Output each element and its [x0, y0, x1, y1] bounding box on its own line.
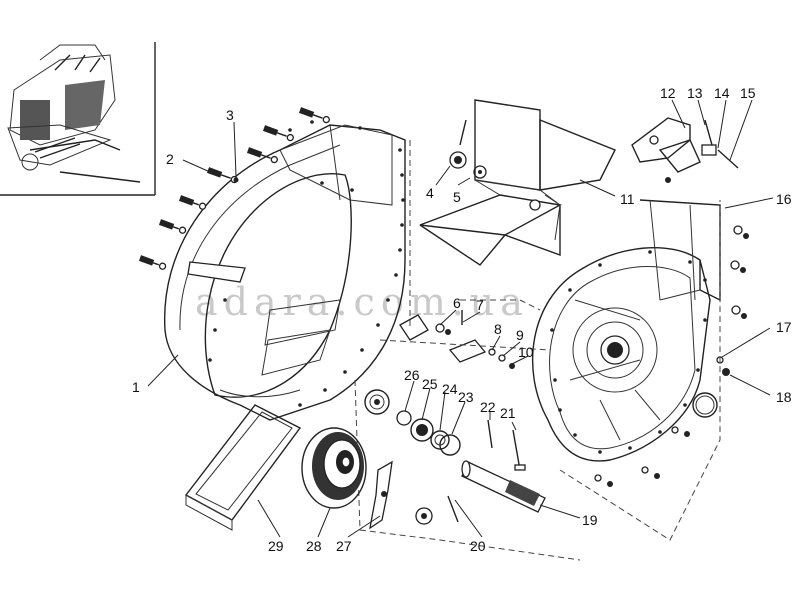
bearing-stack: [364, 389, 461, 456]
callout-11: 11: [620, 191, 635, 207]
callout-25: 25: [422, 376, 438, 392]
callout-17: 17: [776, 319, 792, 335]
drive-pulley: [301, 427, 367, 509]
small-fasteners-center: [399, 310, 515, 369]
hopper-chute: [419, 99, 616, 266]
callout-29: 29: [268, 538, 284, 554]
callout-15: 15: [740, 85, 756, 101]
callout-14: 14: [714, 85, 730, 101]
callout-13: 13: [687, 85, 703, 101]
small-gear-and-washer: [449, 119, 487, 179]
housing-bolts-right: [594, 225, 749, 487]
callout-10: 10: [518, 344, 534, 360]
callout-12: 12: [660, 85, 676, 101]
lower-guard-panel: [184, 404, 302, 531]
callout-5: 5: [453, 189, 461, 205]
callout-27: 27: [336, 538, 352, 554]
callout-24: 24: [442, 381, 458, 397]
callout-21: 21: [500, 405, 516, 421]
callout-23: 23: [458, 389, 474, 405]
callout-6: 6: [453, 295, 461, 311]
callout-20: 20: [470, 538, 486, 554]
drive-shaft: [461, 419, 546, 513]
callout-2: 2: [166, 151, 174, 167]
callout-26: 26: [404, 367, 420, 383]
callout-labels: 1 2 3 4 5 6 7 8 9 10 11 12 13 14 15 16 1…: [132, 85, 792, 554]
watermark-text: adara.com.ua: [195, 280, 529, 324]
left-housing-shell: [163, 120, 406, 421]
callout-16: 16: [776, 191, 792, 207]
callout-9: 9: [516, 327, 524, 343]
callout-7: 7: [476, 297, 484, 313]
callout-4: 4: [426, 185, 434, 201]
tension-bracket-assembly: [631, 117, 739, 183]
callout-1: 1: [132, 379, 140, 395]
machine-inset-thumbnail: [0, 42, 156, 196]
callout-28: 28: [306, 538, 322, 554]
callout-18: 18: [776, 389, 792, 405]
callout-leader-lines: [147, 99, 774, 538]
rotor-blade: [369, 460, 393, 530]
housing-bolts-left: [138, 107, 330, 270]
callout-3: 3: [226, 107, 234, 123]
callout-19: 19: [582, 512, 598, 528]
right-housing-shell: [531, 199, 721, 462]
callout-8: 8: [494, 321, 502, 337]
drive-gear-small: [415, 495, 459, 525]
callout-22: 22: [480, 399, 496, 415]
